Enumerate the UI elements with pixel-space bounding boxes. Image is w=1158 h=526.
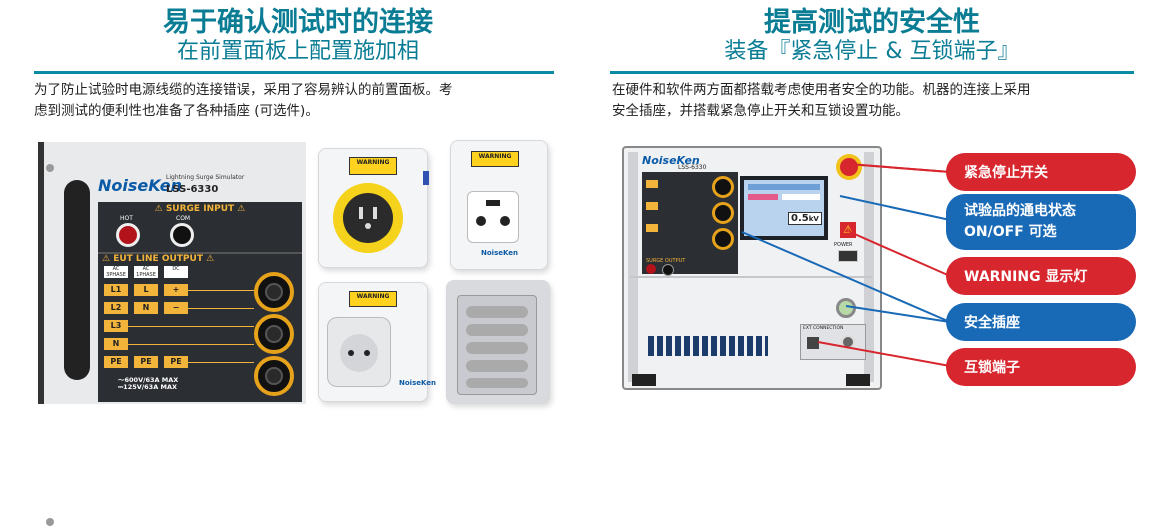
ext-connection-label: EXT CONNECTION [803, 326, 844, 331]
hot-label: HOT [120, 215, 133, 222]
label-plus: + [164, 284, 188, 296]
label-n: N [134, 302, 158, 314]
ext-connection-panel: EXT CONNECTION [800, 324, 866, 360]
plug-adapter-schuko: WARNING NoiseKen [318, 282, 436, 402]
device-surge-output: SURGE OUTPUT [646, 258, 686, 264]
device-foot [632, 374, 656, 386]
label-pe1: PE [104, 356, 128, 368]
interlock-terminal[interactable] [807, 337, 819, 349]
plug-latch [423, 171, 429, 185]
output-socket-3[interactable] [254, 356, 294, 396]
rating-dc: ⎓125V/63A MAX [118, 383, 178, 391]
right-description: 在硬件和软件两方面都搭载考虑使用者安全的功能。机器的连接上采用 安全插座，并搭载… [612, 80, 1142, 122]
right-title: 提高测试的安全性 [764, 7, 980, 38]
warning-label: WARNING [349, 291, 397, 307]
eut-output-text: EUT LINE OUTPUT [113, 254, 203, 264]
vent-grille [648, 336, 768, 356]
screw-icon [46, 164, 54, 172]
callout-safety-socket: 安全插座 [946, 303, 1136, 341]
left-subtitle: 在前置面板上配置施加相 [176, 39, 419, 64]
wire-line [188, 362, 254, 363]
device-photo: NoiseKen LSS-6330 SURGE OUTPUT 0.5kV ⚠ P… [622, 146, 882, 390]
col-dc: DC [164, 266, 188, 278]
power-label: POWER [834, 242, 853, 248]
label-l3: L3 [104, 320, 128, 332]
left-desc-line2: 虑到测试的便利性也准备了各种插座 (可选件)。 [34, 103, 319, 119]
label-l: L [134, 284, 158, 296]
voltage-readout: 0.5kV [788, 212, 822, 225]
callout-eut-power-line2: ON/OFF 可选 [964, 224, 1057, 240]
wire-line [128, 344, 254, 345]
device-foot [846, 374, 870, 386]
front-panel-photo: NoiseKen Lightning Surge Simulator LSS-6… [38, 142, 306, 526]
plug-adapter-universal: WARNING NoiseKen [450, 140, 548, 270]
output-socket-1[interactable] [254, 272, 294, 312]
callout-emergency-stop: 紧急停止开关 [946, 153, 1136, 191]
touch-screen[interactable]: 0.5kV [744, 180, 824, 236]
universal-socket [467, 191, 519, 243]
panel-face: ⚠ SURGE INPUT ⚠ HOT COM ⚠ EUT LINE OUTPU… [98, 202, 302, 402]
left-title: 易于确认测试时的连接 [163, 7, 433, 38]
wire-line [128, 326, 254, 327]
label-l2: L2 [104, 302, 128, 314]
left-desc-line1: 为了防止试验时电源线缆的连接错误，采用了容易辨认的前置面板。考 [34, 82, 453, 98]
com-terminal[interactable] [170, 223, 194, 247]
callout-eut-power: 试验品的通电状态 ON/OFF 可选 [946, 194, 1136, 250]
plug-adapter-us: WARNING [318, 148, 429, 268]
eut-output-label: ⚠ EUT LINE OUTPUT ⚠ [102, 254, 215, 264]
wire-line [188, 290, 254, 291]
plug-adapter-terminal-block [446, 280, 550, 404]
terminal-block [457, 295, 537, 395]
label-pe3: PE [164, 356, 188, 368]
device-right-rail [864, 152, 874, 382]
callout-interlock: 互锁端子 [946, 348, 1136, 386]
left-description: 为了防止试验时电源线缆的连接错误，采用了容易辨认的前置面板。考 虑到测试的便利性… [34, 80, 564, 122]
com-label: COM [176, 215, 191, 222]
device-panel-face: SURGE OUTPUT [642, 172, 738, 276]
us-socket [333, 183, 403, 253]
screw-icon [46, 518, 54, 526]
device-model: LSS-6330 [678, 164, 707, 171]
surge-input-text: SURGE INPUT [165, 204, 235, 214]
surge-input-label: ⚠ SURGE INPUT ⚠ [154, 204, 246, 214]
power-switch[interactable] [838, 250, 858, 262]
handle [64, 180, 90, 380]
label-n3: N [104, 338, 128, 350]
left-divider [34, 71, 554, 74]
touch-screen-bezel: 0.5kV [740, 176, 828, 240]
output-socket-2[interactable] [254, 314, 294, 354]
callout-warning-lamp: WARNING 显示灯 [946, 257, 1136, 295]
emergency-stop-button[interactable] [836, 154, 862, 180]
device-brand: NoiseKen [642, 154, 700, 167]
panel-model: LSS-6330 [166, 184, 219, 195]
right-desc-line2: 安全插座，并搭载紧急停止开关和互锁设置功能。 [612, 103, 909, 119]
wire-line [188, 308, 254, 309]
device-divider [630, 276, 872, 278]
panel-separator [98, 252, 302, 254]
device-left-rail [628, 152, 638, 382]
callout-eut-power-line1: 试验品的通电状态 [964, 203, 1076, 219]
rating-ac: ～600V/63A MAX [118, 376, 179, 384]
col-ac1phase: AC 1PHASE [134, 266, 158, 278]
warning-label: WARNING [471, 151, 519, 167]
label-l1: L1 [104, 284, 128, 296]
right-divider [610, 71, 1134, 74]
plug-brand: NoiseKen [481, 249, 519, 257]
plug-brand: NoiseKen [399, 379, 437, 387]
hot-terminal[interactable] [116, 223, 140, 247]
label-minus: − [164, 302, 188, 314]
callout-leaders [741, 163, 951, 367]
warning-label: WARNING [349, 157, 397, 175]
voltage-value: 0.5 [791, 213, 809, 224]
label-pe2: PE [134, 356, 158, 368]
warning-lamp: ⚠ [840, 222, 856, 238]
right-desc-line1: 在硬件和软件两方面都搭载考虑使用者安全的功能。机器的连接上采用 [612, 82, 1031, 98]
panel-product: Lightning Surge Simulator [166, 174, 245, 181]
col-ac3phase: AC 3PHASE [104, 266, 128, 278]
panel-brand: NoiseKen [98, 176, 183, 195]
voltage-unit: kV [808, 215, 819, 223]
schuko-socket [327, 317, 391, 387]
right-subtitle: 装备『紧急停止 & 互锁端子』 [724, 39, 1020, 64]
